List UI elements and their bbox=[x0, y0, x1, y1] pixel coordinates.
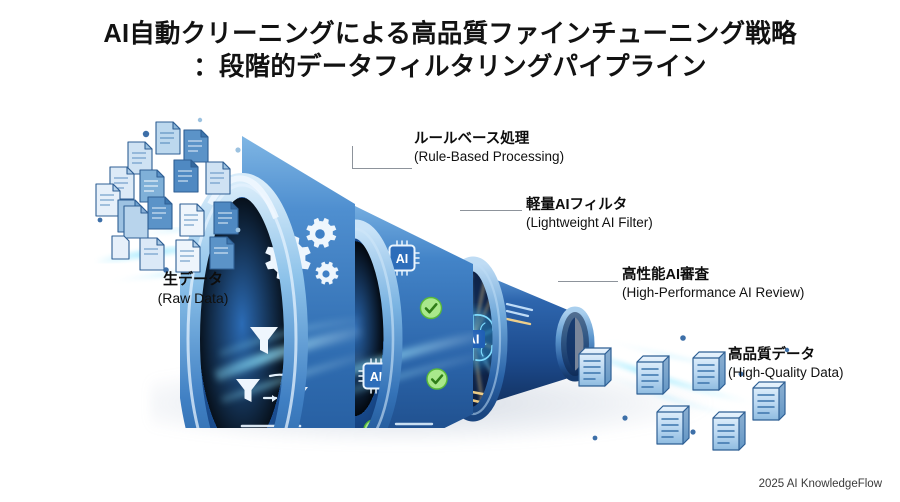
raw-documents-cluster bbox=[88, 112, 263, 287]
callout-stage1-jp: ルールベース処理 bbox=[414, 131, 530, 147]
callout-stage2: 軽量AIフィルタ (Lightweight AI Filter) bbox=[526, 196, 653, 232]
leader-line-stage1 bbox=[352, 146, 412, 170]
callout-stage3-en: (High-Performance AI Review) bbox=[622, 285, 805, 300]
funnel-icon-left bbox=[236, 379, 260, 402]
callout-raw-data-en: (Raw Data) bbox=[157, 290, 229, 306]
callout-stage2-en: (Lightweight AI Filter) bbox=[526, 215, 653, 230]
callout-raw-data: 生データ (Raw Data) bbox=[118, 270, 268, 308]
callout-stage2-jp: 軽量AIフィルタ bbox=[526, 197, 628, 213]
gear-icon-small bbox=[315, 261, 339, 285]
svg-text:AI: AI bbox=[370, 370, 383, 384]
title-line-1: AI自動クリーニングによる高品質ファインチューニング戦略 bbox=[103, 20, 797, 48]
leader-line-stage2 bbox=[460, 210, 522, 213]
funnel-icon-top bbox=[250, 327, 278, 354]
check-circle-icon-lower bbox=[426, 368, 448, 390]
callout-raw-data-jp: 生データ bbox=[162, 271, 223, 288]
svg-text:AI: AI bbox=[396, 252, 409, 266]
callout-output-jp: 高品質データ bbox=[728, 347, 815, 363]
callout-output: 高品質データ (High-Quality Data) bbox=[728, 346, 844, 382]
callout-stage3: 高性能AI審査 (High-Performance AI Review) bbox=[622, 266, 804, 302]
callout-output-en: (High-Quality Data) bbox=[728, 365, 844, 380]
check-circle-icon-upper bbox=[419, 296, 443, 320]
title-line-2: ：段階的データフィルタリングパイプライン bbox=[193, 53, 707, 81]
footer-credit: 2025 AI KnowledgeFlow bbox=[758, 478, 882, 490]
callout-stage1-en: (Rule-Based Processing) bbox=[414, 149, 565, 164]
callout-stage1: ルールベース処理 (Rule-Based Processing) bbox=[414, 130, 564, 166]
page-title: AI自動クリーニングによる高品質ファインチューニング戦略 ：段階的データフィルタ… bbox=[0, 18, 900, 84]
callout-stage3-jp: 高性能AI審査 bbox=[622, 267, 709, 283]
stage2-text-lines bbox=[394, 422, 434, 426]
gear-icon-medium bbox=[306, 217, 337, 248]
leader-line-stage3 bbox=[558, 281, 618, 284]
